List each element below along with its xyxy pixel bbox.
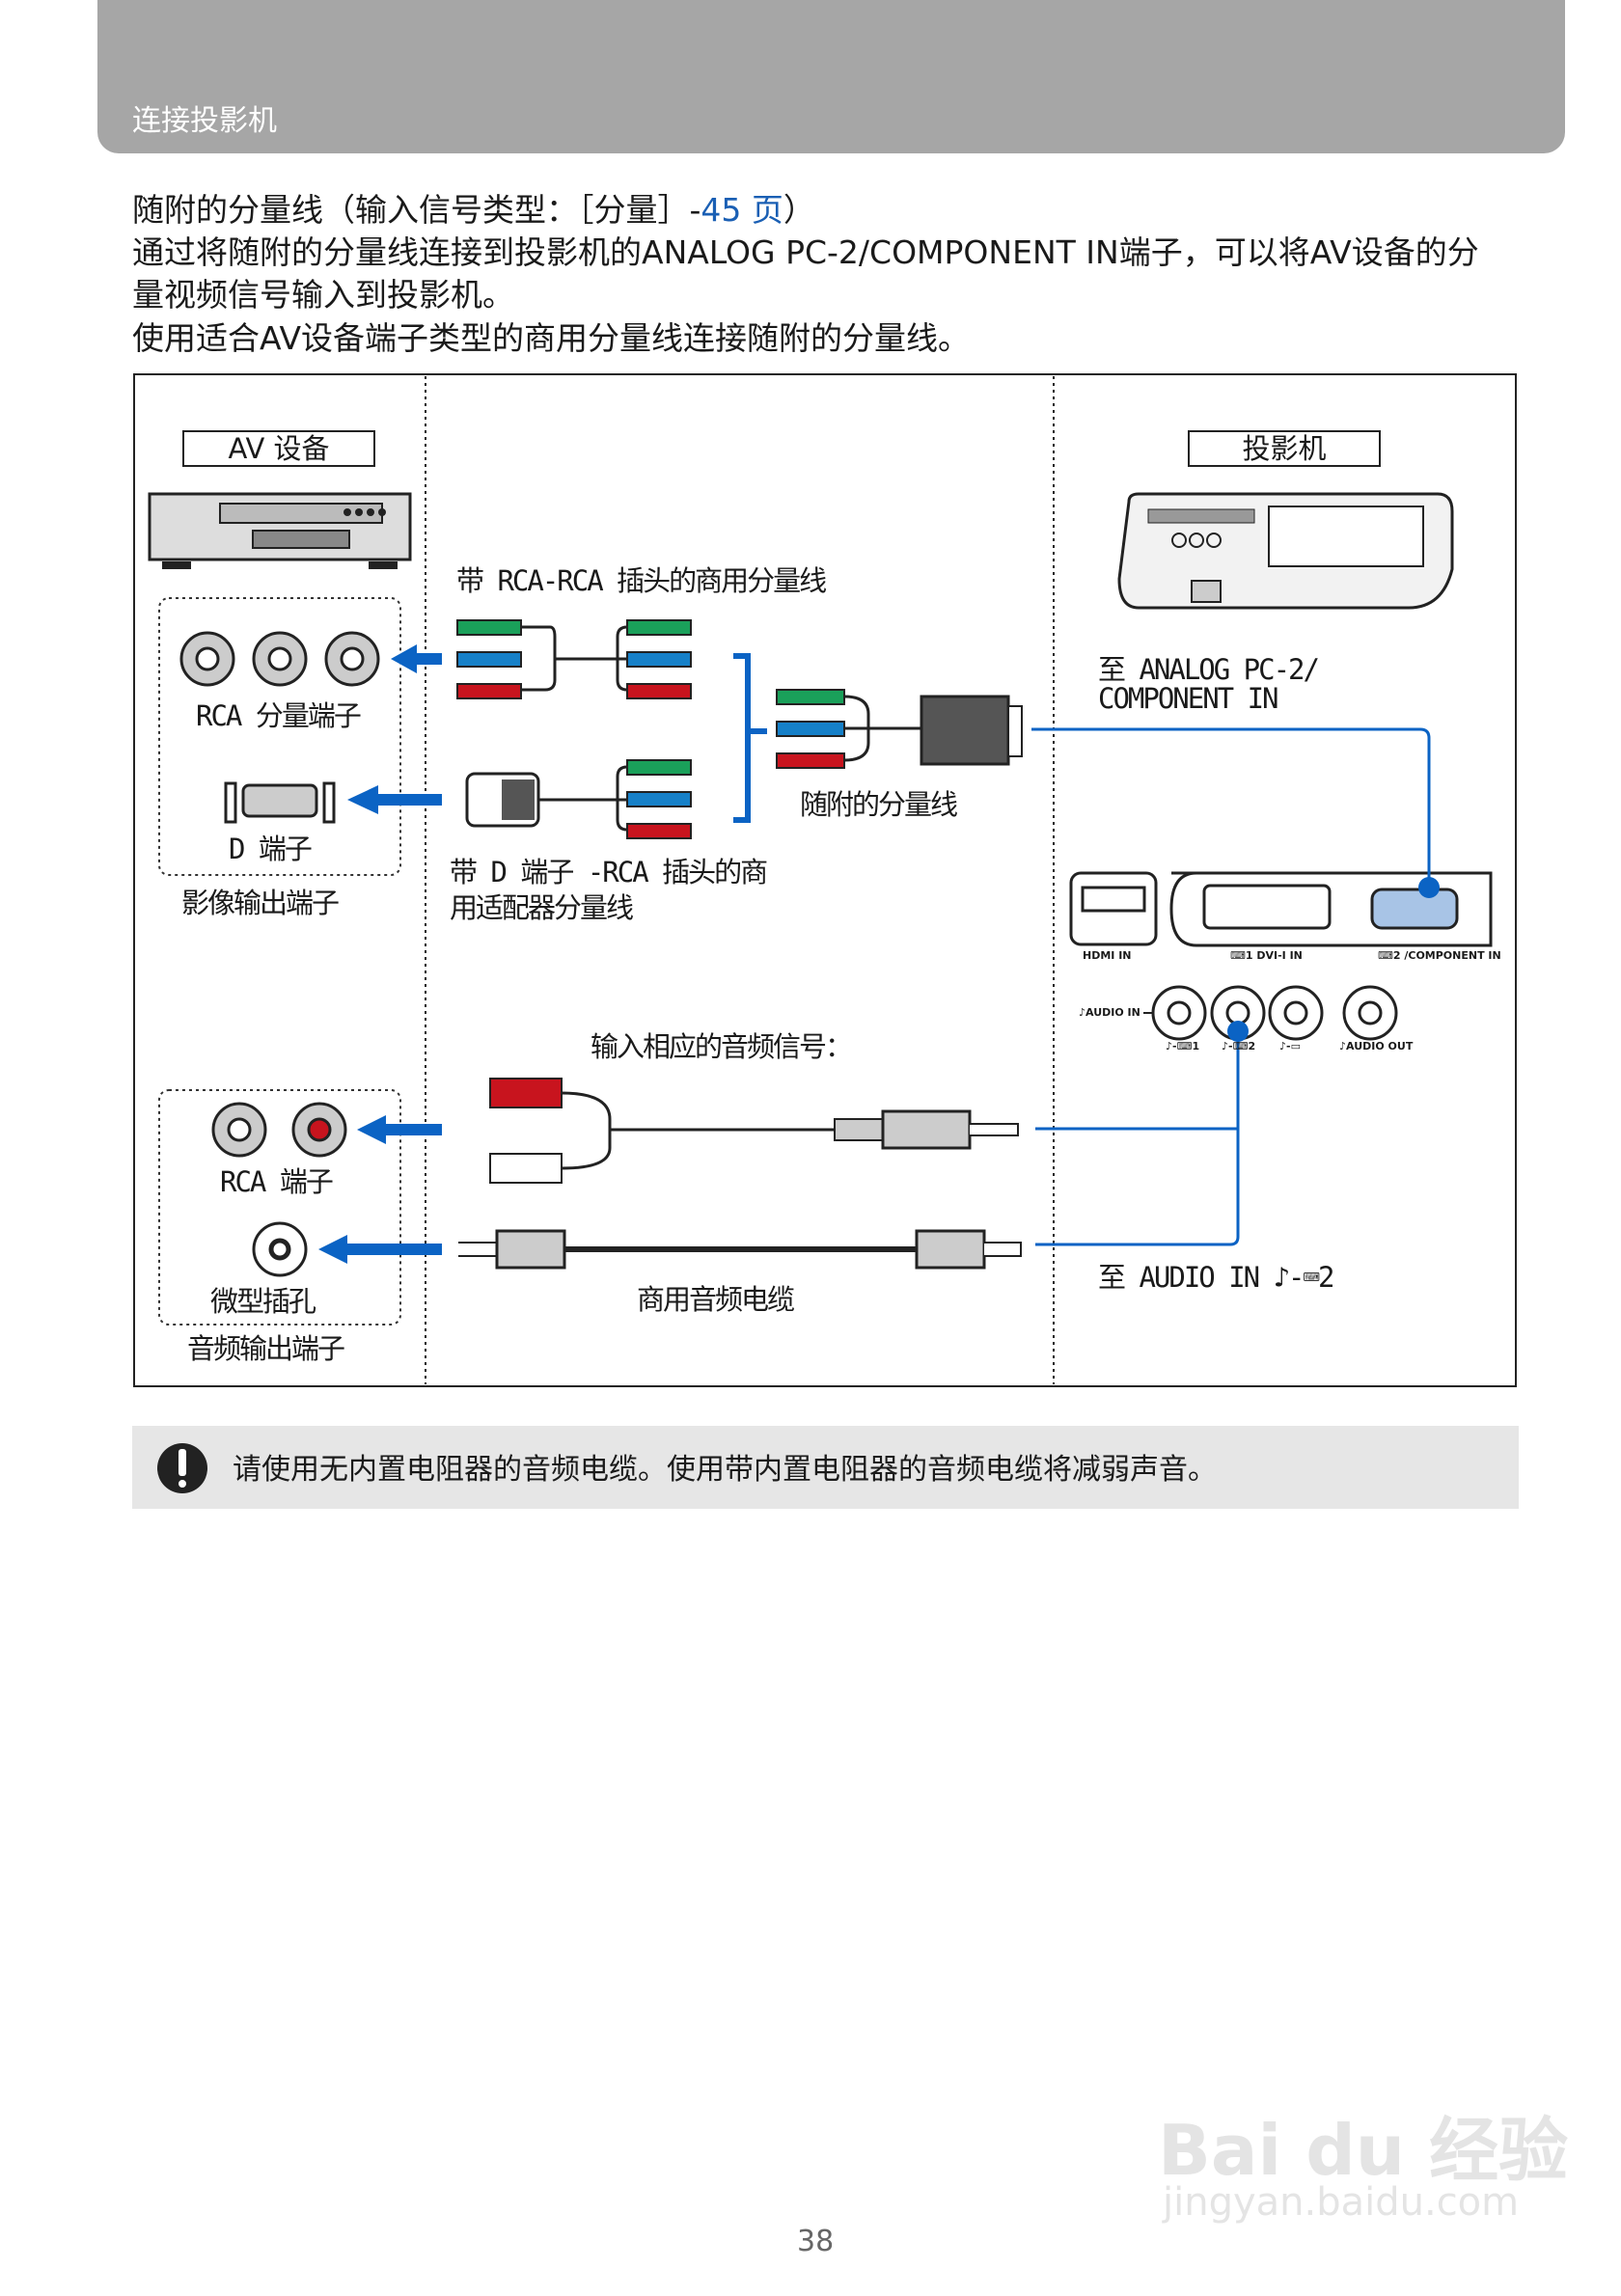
projector-image bbox=[1117, 492, 1454, 610]
warning-text: 请使用无内置电阻器的音频电缆。使用带内置电阻器的音频电缆将减弱声音。 bbox=[233, 1453, 1217, 1487]
page-header: 连接投影机 bbox=[97, 0, 1565, 153]
rca-component-jacks bbox=[179, 631, 380, 687]
to-audio-in-label: 至 AUDIO IN ♪-⌨2 bbox=[1098, 1261, 1334, 1294]
header-title: 连接投影机 bbox=[132, 104, 277, 138]
connection-lines bbox=[1031, 727, 1431, 1246]
mini-jack-label: 微型插孔 bbox=[210, 1285, 316, 1318]
body-line: 通过将随附的分量线连接到投影机的ANALOG PC-2/COMPONENT IN… bbox=[132, 233, 1479, 271]
d-rca-cable-label: 带 D 端子 -RCA 插头的商 bbox=[450, 856, 768, 888]
section-heading: 随附的分量线（输入信号类型：［分量］-45 页） bbox=[132, 189, 815, 232]
port-label-dvi: ⌨1 DVI-I IN bbox=[1230, 949, 1303, 962]
to-analog-label: COMPONENT IN bbox=[1098, 682, 1279, 715]
projector-port-panel bbox=[1069, 871, 1493, 1041]
caution-icon bbox=[157, 1443, 207, 1493]
port-label-hdmi: HDMI IN bbox=[1083, 949, 1132, 962]
av-device-image bbox=[148, 492, 412, 569]
supplied-cable-label: 随附的分量线 bbox=[800, 788, 958, 821]
body-line: 量视频信号输入到投影机。 bbox=[132, 276, 514, 314]
port-label-component: ⌨2 /COMPONENT IN bbox=[1378, 949, 1501, 962]
rca-rca-cable-label: 带 RCA-RCA 插头的商用分量线 bbox=[456, 564, 827, 597]
audio-output-label: 音频输出端子 bbox=[187, 1332, 345, 1365]
port-label-audio2: ♪-⌨2 bbox=[1222, 1040, 1256, 1052]
watermark-url: jingyan.baidu.com bbox=[1163, 2180, 1520, 2225]
port-label-audio-in: ♪AUDIO IN bbox=[1079, 1006, 1140, 1019]
video-output-label: 影像输出端子 bbox=[181, 887, 340, 919]
mini-jack bbox=[252, 1221, 308, 1277]
audio-cable-label: 商用音频电缆 bbox=[637, 1283, 795, 1316]
arrow-icons bbox=[318, 644, 442, 1264]
mini-to-mini-cable bbox=[458, 1229, 1022, 1270]
body-line: 使用适合AV设备端子类型的商用分量线连接随附的分量线。 bbox=[132, 319, 971, 357]
rca-rca-cable bbox=[456, 619, 692, 699]
to-analog-label: 至 ANALOG PC-2/ bbox=[1098, 653, 1320, 686]
warning-note: 请使用无内置电阻器的音频电缆。使用带内置电阻器的音频电缆将减弱声音。 bbox=[132, 1426, 1519, 1509]
d-rca-cable bbox=[465, 759, 692, 839]
supplied-component-cable bbox=[776, 689, 1023, 769]
projector-label: 投影机 bbox=[1188, 430, 1381, 467]
port-label-audio3: ♪-▭ bbox=[1279, 1040, 1301, 1052]
port-label-audio-out: ♪AUDIO OUT bbox=[1339, 1040, 1414, 1052]
port-label-audio1: ♪-⌨1 bbox=[1166, 1040, 1200, 1052]
av-device-label: AV 设备 bbox=[182, 430, 375, 467]
audio-input-note: 输入相应的音频信号： bbox=[591, 1030, 853, 1063]
rca-terminal-label: RCA 端子 bbox=[220, 1165, 334, 1198]
rca-component-label: RCA 分量端子 bbox=[196, 699, 362, 732]
rca-to-mini-cable bbox=[489, 1078, 1019, 1184]
page-link[interactable]: 45 页 bbox=[701, 191, 783, 229]
watermark-logo: Bai du 经验 bbox=[1158, 2110, 1569, 2191]
page-number: 38 bbox=[797, 2225, 835, 2258]
heading-end: ） bbox=[783, 191, 815, 229]
rca-audio-jacks bbox=[211, 1102, 347, 1158]
d-terminal-label: D 端子 bbox=[229, 833, 313, 865]
d-terminal-jack bbox=[224, 781, 336, 824]
d-rca-cable-label: 用适配器分量线 bbox=[450, 891, 634, 924]
connection-diagram bbox=[133, 373, 1517, 1387]
heading-text: 随附的分量线（输入信号类型：［分量］- bbox=[132, 191, 701, 229]
